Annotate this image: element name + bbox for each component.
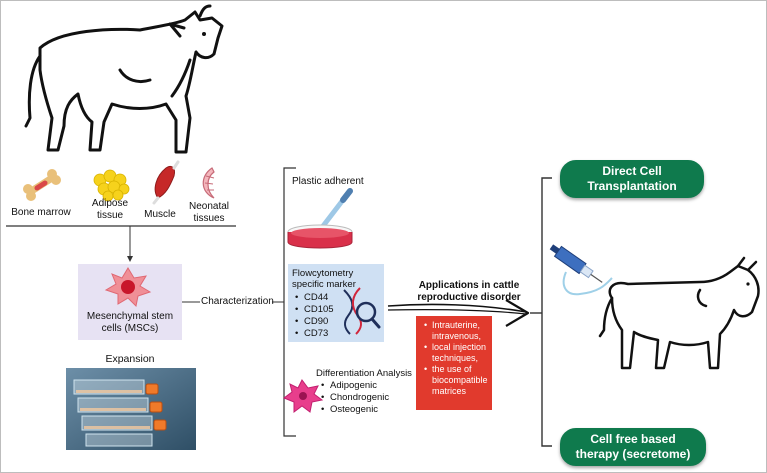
applications-box: Intrauterine, intravenous, local injecti…: [416, 316, 492, 410]
source-label-neonatal: Neonatal tissues: [188, 201, 230, 224]
differentiation-list: Adipogenic Chondrogenic Osteogenic: [320, 380, 389, 416]
cell-free-therapy-pill: Cell free based therapy (secretome): [560, 428, 706, 466]
marker-item: CD44: [294, 292, 334, 304]
source-label-muscle: Muscle: [144, 209, 176, 220]
source-label-bone-marrow: Bone marrow: [11, 207, 71, 218]
application-item: Intrauterine, intravenous,: [424, 320, 488, 342]
marker-item: CD73: [294, 328, 334, 340]
plastic-adherent-label: Plastic adherent: [292, 176, 364, 187]
msc-label: Mesenchymal stem cells (MSCs): [86, 311, 174, 334]
marker-list: CD44 CD105 CD90 CD73: [294, 292, 334, 340]
source-label-adipose: Adipose tissue: [91, 198, 129, 221]
applications-title: Applications in cattle reproductive diso…: [417, 280, 521, 303]
marker-item: CD105: [294, 304, 334, 316]
applications-list: Intrauterine, intravenous, local injecti…: [416, 316, 492, 401]
direct-cell-transplantation-pill: Direct Cell Transplantation: [560, 160, 704, 198]
differentiation-item: Adipogenic: [320, 380, 389, 392]
cell-free-therapy-label: Cell free based therapy (secretome): [575, 432, 691, 461]
expansion-label: Expansion: [105, 353, 155, 365]
differentiation-item: Chondrogenic: [320, 392, 389, 404]
direct-cell-transplantation-label: Direct Cell Transplantation: [587, 164, 677, 193]
differentiation-item: Osteogenic: [320, 404, 389, 416]
marker-item: CD90: [294, 316, 334, 328]
application-item: local injection techniques,: [424, 342, 488, 364]
flowcytometry-title: Flowcytometry specific marker: [292, 268, 356, 290]
characterization-label: Characterization: [201, 296, 274, 307]
differentiation-title: Differentiation Analysis: [316, 368, 412, 379]
application-item: the use of biocompatible matrices: [424, 364, 488, 397]
